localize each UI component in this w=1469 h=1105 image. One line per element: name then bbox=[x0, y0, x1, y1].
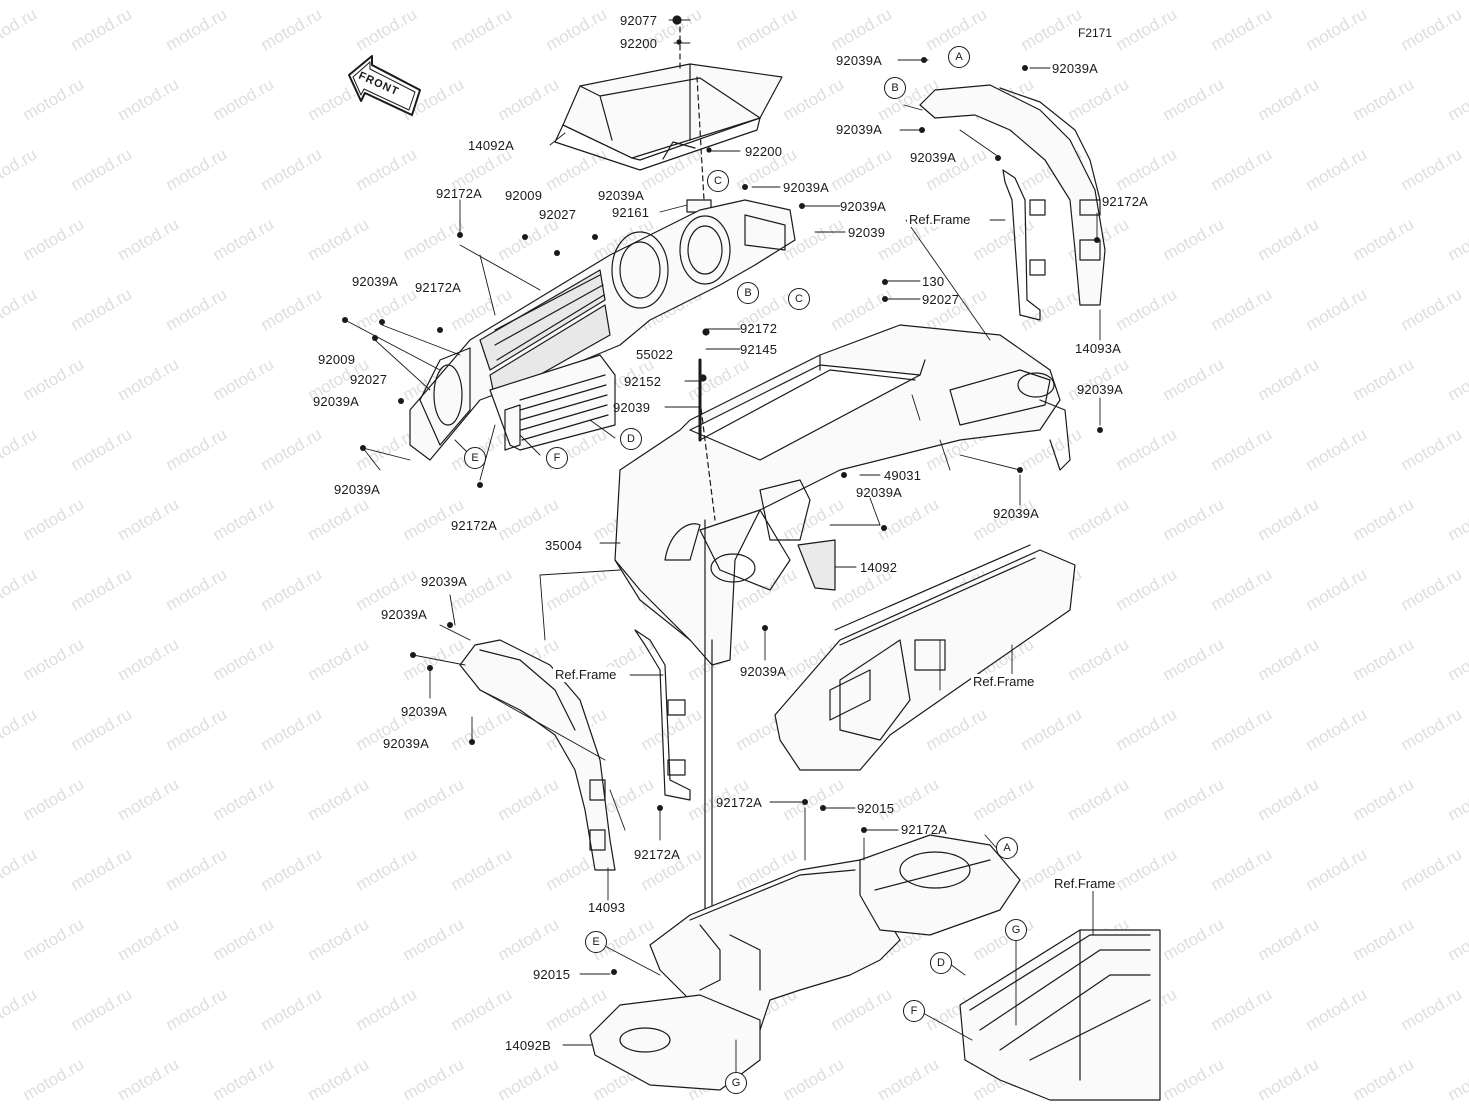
label-92200-mid: 92200 bbox=[745, 144, 783, 159]
main-dash-cover bbox=[614, 324, 1071, 666]
label-92039A-tr1: 92039A bbox=[836, 53, 883, 68]
figure-code: F2171 bbox=[1078, 26, 1113, 40]
vent-panel bbox=[409, 199, 796, 461]
label-55022: 55022 bbox=[636, 347, 674, 362]
label-92039A-tr2: 92039A bbox=[1052, 61, 1099, 76]
callout-G-right: G bbox=[1005, 919, 1027, 941]
label-14092B: 14092B bbox=[505, 1038, 552, 1053]
label-92039A-tr3: 92039A bbox=[836, 122, 883, 137]
ref-frame-right-tube bbox=[1002, 169, 1046, 321]
label-92039A-tr4: 92039A bbox=[910, 150, 957, 165]
callout-E-mid: E bbox=[464, 447, 486, 469]
ref-frame-label-4: Ref.Frame bbox=[1052, 876, 1118, 891]
label-92009-2: 92009 bbox=[318, 352, 356, 367]
callout-G-bottom: G bbox=[725, 1072, 747, 1094]
fender-right bbox=[919, 84, 1106, 306]
callout-A-bottom: A bbox=[996, 837, 1018, 859]
label-92027-1: 92027 bbox=[539, 207, 577, 222]
label-92039A-l: 92039A bbox=[334, 482, 381, 497]
label-92172A-lb: 92172A bbox=[634, 847, 681, 862]
label-92039A-1: 92039A bbox=[598, 188, 645, 203]
front-arrow-icon bbox=[348, 55, 421, 116]
label-35004: 35004 bbox=[545, 538, 583, 553]
ref-frame-label-1: Ref.Frame bbox=[907, 212, 973, 227]
label-92172: 92172 bbox=[740, 321, 778, 336]
label-92039A-mid: 92039A bbox=[740, 664, 787, 679]
callout-D-bottom: D bbox=[930, 952, 952, 974]
label-92039A-rb: 92039A bbox=[993, 506, 1040, 521]
callout-F-mid: F bbox=[546, 447, 568, 469]
hood-panel-top bbox=[554, 63, 783, 171]
ref-frame-left-tube bbox=[634, 629, 691, 801]
chassis-frame bbox=[959, 929, 1161, 1101]
ref-frame-label-3: Ref.Frame bbox=[971, 674, 1037, 689]
label-14093: 14093 bbox=[588, 900, 626, 915]
label-92077: 92077 bbox=[620, 13, 658, 28]
label-92172A-tr: 92172A bbox=[1102, 194, 1149, 209]
label-49031: 49031 bbox=[884, 468, 922, 483]
label-92172A-b1: 92172A bbox=[716, 795, 763, 810]
label-14092A: 14092A bbox=[468, 138, 515, 153]
label-92039: 92039 bbox=[613, 400, 651, 415]
label-92009-1: 92009 bbox=[505, 188, 543, 203]
label-92145: 92145 bbox=[740, 342, 778, 357]
callout-D-mid: D bbox=[620, 428, 642, 450]
callout-C-top: C bbox=[707, 170, 729, 192]
callout-F-bottom: F bbox=[903, 1000, 925, 1022]
callout-B-top: B bbox=[884, 77, 906, 99]
label-92027-2: 92027 bbox=[350, 372, 388, 387]
label-92039A-c: 92039A bbox=[856, 485, 903, 500]
label-92039A-ld: 92039A bbox=[383, 736, 430, 751]
label-92200-top: 92200 bbox=[620, 36, 658, 51]
label-92172A-1: 92172A bbox=[436, 186, 483, 201]
callout-C-mid: C bbox=[788, 288, 810, 310]
label-92015-b2: 92015 bbox=[533, 967, 571, 982]
callout-A-top: A bbox=[948, 46, 970, 68]
label-92039-b: 92039 bbox=[848, 225, 886, 240]
floor-panel-right bbox=[859, 834, 1021, 936]
ref-frame-label-2: Ref.Frame bbox=[553, 667, 619, 682]
label-92172A-2: 92172A bbox=[415, 280, 462, 295]
label-92039A-la: 92039A bbox=[421, 574, 468, 589]
label-92039A-3: 92039A bbox=[840, 199, 887, 214]
front-frame-bumper bbox=[774, 544, 1076, 771]
callout-E-bottom: E bbox=[585, 931, 607, 953]
label-92039A-lc: 92039A bbox=[401, 704, 448, 719]
label-92039A-lb: 92039A bbox=[381, 607, 428, 622]
label-92027-3: 92027 bbox=[922, 292, 960, 307]
label-92039A-2: 92039A bbox=[783, 180, 830, 195]
floor-panel-left-14092b bbox=[589, 994, 761, 1091]
label-130: 130 bbox=[922, 274, 945, 289]
label-92015-b1: 92015 bbox=[857, 801, 895, 816]
label-92172A-l: 92172A bbox=[451, 518, 498, 533]
fasteners bbox=[342, 57, 1103, 975]
label-14093A: 14093A bbox=[1075, 341, 1122, 356]
label-92161: 92161 bbox=[612, 205, 650, 220]
fender-left bbox=[459, 639, 616, 871]
label-92152: 92152 bbox=[624, 374, 662, 389]
callout-B-mid: B bbox=[737, 282, 759, 304]
label-92039A-4: 92039A bbox=[352, 274, 399, 289]
label-92039A-r: 92039A bbox=[1077, 382, 1124, 397]
label-92039A-5: 92039A bbox=[313, 394, 360, 409]
leader-lines bbox=[344, 19, 1101, 1073]
label-92172A-b2: 92172A bbox=[901, 822, 948, 837]
label-14092: 14092 bbox=[860, 560, 898, 575]
grille-bracket bbox=[489, 354, 616, 451]
